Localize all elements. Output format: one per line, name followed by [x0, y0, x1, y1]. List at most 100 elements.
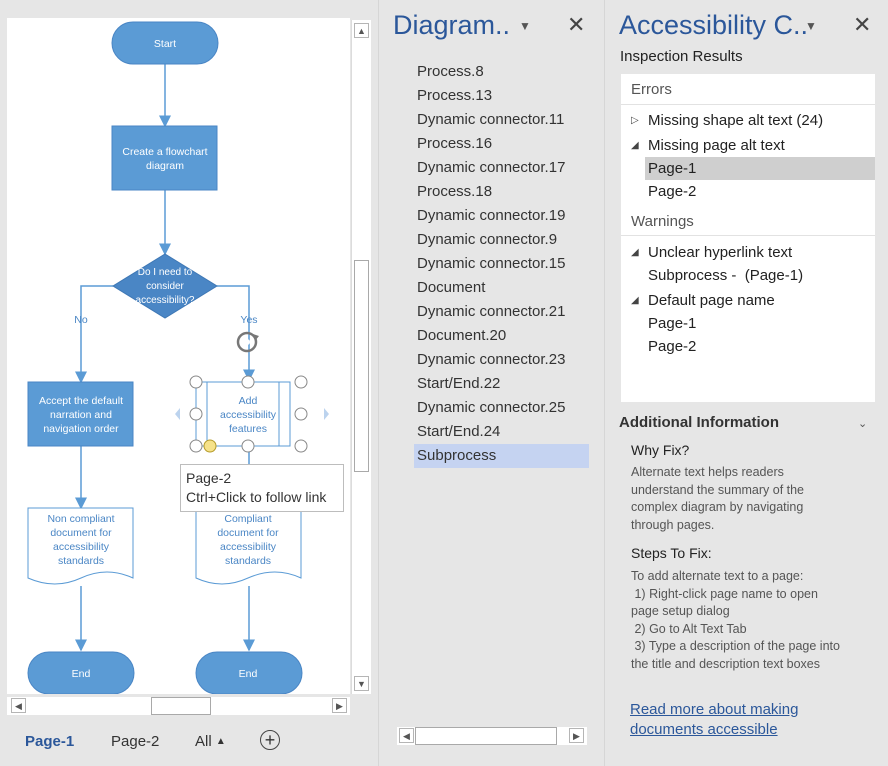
accept-label-line1: Accept the default	[39, 395, 123, 407]
shape-list-item[interactable]: Dynamic connector.11	[417, 111, 565, 128]
canvas-vertical-scrollbar[interactable]: ▲ ▼	[351, 20, 371, 694]
canvas-horizontal-scrollbar[interactable]: ◀ ▶	[7, 697, 350, 715]
missing-page-item-page-1[interactable]: Page-1	[648, 160, 697, 177]
shape-list-item[interactable]: Start/End.24	[417, 423, 501, 440]
expand-right-triangle-icon[interactable]: ▷	[631, 115, 639, 126]
shape-list-item[interactable]: Process.8	[417, 63, 484, 80]
step-3: 3) Type a description of the page into t…	[631, 639, 844, 671]
shape-list-item[interactable]: Dynamic connector.9	[417, 231, 558, 248]
page-tabs-bar: Page-1 Page-2 All ▲ +	[0, 726, 378, 756]
selection-handles[interactable]	[189, 375, 308, 453]
drawing-page[interactable]: Start Create a flowchart diagram Do I ne…	[7, 18, 350, 694]
all-pages-button[interactable]: All ▲	[195, 733, 226, 750]
scroll-left-icon[interactable]: ◀	[399, 728, 414, 743]
add-accessibility-subprocess[interactable]: Add accessibility features	[195, 381, 291, 447]
shape-list-item[interactable]: Subprocess	[414, 444, 589, 468]
close-icon[interactable]: ✕	[567, 12, 586, 37]
tab-page-2[interactable]: Page-2	[111, 733, 160, 750]
steps-to-fix-content: To add alternate text to a page: 1) Righ…	[631, 568, 846, 680]
scroll-right-icon[interactable]: ▶	[332, 698, 347, 713]
accept-default-process[interactable]: Accept the default narration and navigat…	[27, 381, 134, 447]
selected-row-highlight	[645, 157, 875, 180]
errors-divider	[621, 104, 875, 105]
noncompliant-document-shape[interactable]: Non compliant document for accessibility…	[27, 507, 134, 585]
auto-connect-right-arrow-icon[interactable]	[324, 408, 329, 420]
collapse-triangle-icon[interactable]: ◢	[631, 140, 639, 151]
close-icon[interactable]: ✕	[853, 12, 872, 37]
auto-connect-left-arrow-icon[interactable]	[175, 408, 180, 420]
pane-options-chevron-down-icon[interactable]: ▼	[519, 19, 531, 33]
additional-information-heading[interactable]: Additional Information	[619, 414, 779, 431]
accept-label-line2: narration and	[50, 409, 112, 421]
hyperlink-tooltip: Page-2 Ctrl+Click to follow link	[180, 464, 344, 512]
shape-list-item[interactable]: Process.13	[417, 87, 493, 104]
default-page-item-page-1[interactable]: Page-1	[648, 315, 697, 332]
shape-list-item[interactable]: Document.20	[417, 327, 507, 344]
yes-label: Yes	[240, 314, 257, 326]
missing-shape-alt-text-item[interactable]: Missing shape alt text (24)	[648, 112, 824, 129]
horizontal-scroll-thumb[interactable]	[151, 697, 211, 715]
end-left-label: End	[72, 668, 91, 680]
create-label-line2: diagram	[146, 160, 184, 172]
end-shape-left[interactable]: End	[27, 651, 135, 694]
end-shape-right[interactable]: End	[195, 651, 303, 694]
missing-page-alt-text-item[interactable]: Missing page alt text	[648, 137, 785, 154]
caret-up-icon: ▲	[215, 736, 226, 747]
scroll-right-icon[interactable]: ▶	[569, 728, 584, 743]
chevron-down-icon[interactable]: ⌄	[858, 418, 868, 430]
add-label-line2: accessibility	[220, 409, 277, 421]
decision-shape[interactable]: Do I need to consider accessibility?	[112, 253, 218, 319]
scroll-left-icon[interactable]: ◀	[11, 698, 26, 713]
why-fix-heading: Why Fix?	[631, 442, 690, 458]
compliant-document-shape[interactable]: Compliant document for accessibility sta…	[195, 507, 302, 585]
noncompliant-line1: Non compliant	[47, 513, 114, 525]
start-shape[interactable]: Start	[111, 21, 219, 65]
shape-list-item[interactable]: Start/End.22	[417, 375, 501, 392]
shapes-horizontal-scrollbar[interactable]: ◀ ▶	[397, 727, 587, 745]
warnings-heading: Warnings	[631, 213, 694, 230]
end-right-label: End	[239, 668, 258, 680]
no-label: No	[74, 314, 88, 326]
read-more-link-line1[interactable]: Read more about making	[630, 701, 799, 718]
compliant-line4: standards	[225, 555, 271, 567]
tab-page-1[interactable]: Page-1	[25, 733, 75, 750]
shape-list-item[interactable]: Dynamic connector.23	[417, 351, 566, 368]
noncompliant-line2: document for	[50, 527, 112, 539]
read-more-link-line2[interactable]: documents accessible	[630, 721, 778, 738]
default-page-item-page-2[interactable]: Page-2	[648, 338, 697, 355]
add-page-icon[interactable]: +	[260, 730, 280, 750]
collapse-triangle-icon[interactable]: ◢	[631, 295, 639, 306]
shape-list-item[interactable]: Dynamic connector.21	[417, 303, 566, 320]
scroll-up-icon[interactable]: ▲	[354, 23, 369, 38]
horizontal-scroll-thumb[interactable]	[415, 727, 557, 745]
shape-list-item[interactable]: Document	[417, 279, 486, 296]
noncompliant-line3: accessibility	[53, 541, 110, 553]
collapse-triangle-icon[interactable]: ◢	[631, 247, 639, 258]
connector-decision-no[interactable]	[75, 285, 113, 384]
create-label-line1: Create a flowchart	[122, 146, 207, 158]
step-2: 2) Go to Alt Text Tab	[631, 621, 747, 636]
compliant-line2: document for	[217, 527, 279, 539]
scroll-down-icon[interactable]: ▼	[354, 676, 369, 691]
flowchart-diagram[interactable]: Start Create a flowchart diagram Do I ne…	[7, 18, 350, 694]
shape-list-item[interactable]: Dynamic connector.25	[417, 399, 566, 416]
missing-page-item-page-2[interactable]: Page-2	[648, 183, 697, 200]
shapes-pane-title: Diagram..	[393, 10, 511, 40]
pane-options-chevron-down-icon[interactable]: ▼	[805, 19, 817, 33]
unclear-hyperlink-subprocess[interactable]: Subprocess - (Page-1)	[648, 267, 804, 284]
compliant-line3: accessibility	[220, 541, 277, 553]
create-flowchart-process[interactable]: Create a flowchart diagram	[111, 125, 218, 191]
rotate-handle-icon[interactable]	[236, 331, 259, 353]
shape-list-item[interactable]: Dynamic connector.17	[417, 159, 566, 176]
shape-list-item[interactable]: Dynamic connector.19	[417, 207, 566, 224]
tooltip-page-name: Page-2	[186, 470, 232, 486]
vertical-scroll-thumb[interactable]	[354, 260, 369, 472]
shape-list-item[interactable]: Dynamic connector.15	[417, 255, 566, 272]
default-page-name-item[interactable]: Default page name	[648, 292, 775, 309]
connector-decision-yes[interactable]	[217, 285, 255, 382]
decision-label-line1: Do I need to	[138, 267, 193, 278]
unclear-hyperlink-item[interactable]: Unclear hyperlink text	[648, 244, 793, 261]
shape-list-item[interactable]: Process.18	[417, 183, 493, 200]
shape-list-item[interactable]: Process.16	[417, 135, 493, 152]
